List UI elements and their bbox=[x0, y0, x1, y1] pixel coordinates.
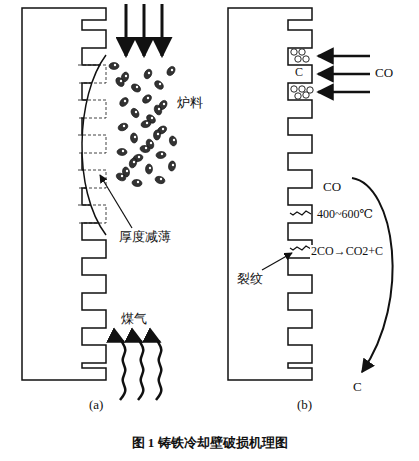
burden-arrow bbox=[125, 4, 128, 56]
burden-arrow bbox=[143, 4, 146, 56]
burden-arrow bbox=[161, 4, 164, 56]
burden-label: 炉料 bbox=[176, 96, 204, 111]
crack bbox=[290, 211, 311, 215]
temperature-label: 400~600℃ bbox=[316, 208, 374, 222]
leader-line bbox=[262, 253, 292, 270]
gas-label: CO bbox=[322, 180, 342, 195]
thinning-label: 厚度减薄 bbox=[118, 230, 172, 245]
cooling-stave bbox=[228, 8, 312, 380]
carbon-label: C bbox=[352, 380, 363, 395]
panel-label: (b) bbox=[296, 398, 313, 413]
crack-label: 裂纹 bbox=[236, 272, 264, 287]
co-arrow bbox=[318, 55, 370, 58]
carbon-label: C bbox=[294, 66, 304, 80]
carbon-deposit bbox=[291, 49, 313, 99]
panel-label: (a) bbox=[88, 398, 104, 413]
eroded-area bbox=[82, 55, 109, 235]
co-arrow bbox=[318, 91, 370, 94]
original-outline bbox=[78, 100, 106, 118]
burden-lumps bbox=[109, 63, 178, 188]
wear-curve bbox=[82, 55, 106, 235]
gas-label: 煤气 bbox=[120, 312, 148, 327]
reaction-label: 2CO→CO2+C bbox=[310, 245, 384, 259]
figure-caption: 图 1 铸铁冷却壁破损机理图 bbox=[0, 434, 419, 452]
crack bbox=[290, 246, 311, 250]
gas-arrow bbox=[156, 341, 161, 400]
gas-label: CO bbox=[374, 66, 394, 81]
co-arrow bbox=[318, 73, 370, 76]
gas-arrow bbox=[120, 341, 125, 400]
leader-line bbox=[100, 175, 132, 228]
gas-arrow bbox=[138, 341, 143, 400]
